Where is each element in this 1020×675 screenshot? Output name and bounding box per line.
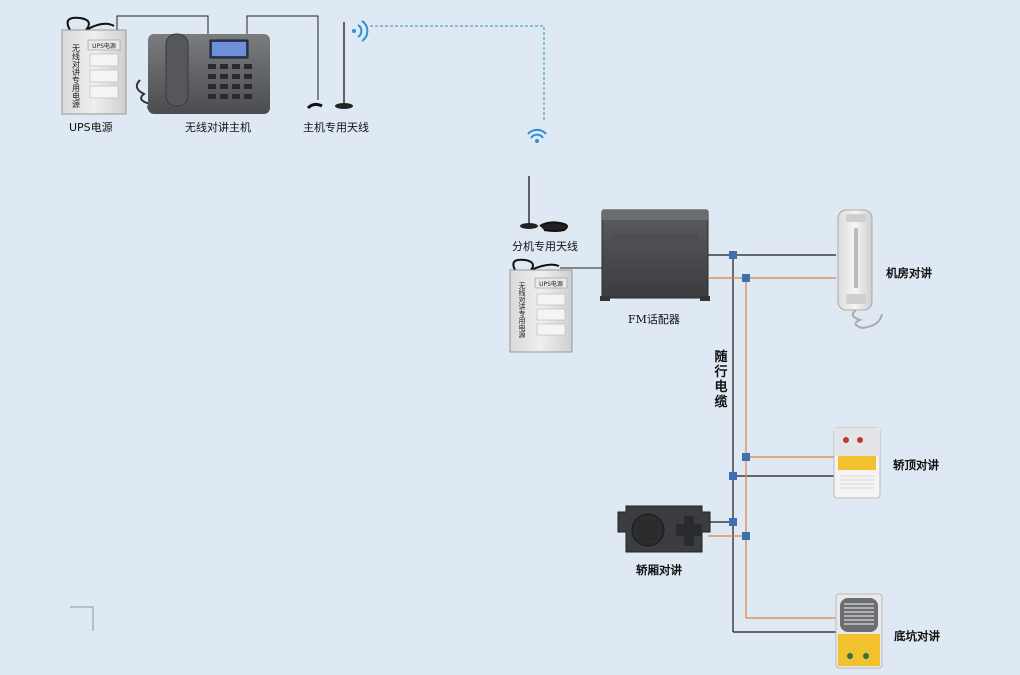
machine-room-label: 机房对讲	[886, 266, 932, 280]
psu-badge-branch: UPS电源	[539, 280, 563, 288]
branch-antenna-label: 分机专用天线	[512, 240, 578, 253]
wifi-signal-icon-branch	[527, 128, 547, 143]
trailing-cable-orange	[708, 277, 836, 619]
ups-power-supply: UPS电源 无线对讲专用电源	[61, 16, 127, 115]
host-label: 无线对讲主机	[185, 121, 251, 134]
car-top-label: 轿顶对讲	[893, 458, 939, 472]
car-label: 轿厢对讲	[636, 563, 682, 577]
top-wires	[116, 15, 319, 100]
psu-badge-top: UPS电源	[92, 42, 116, 50]
trailing-cable-black	[708, 254, 836, 633]
wifi-signal-icon-top	[352, 20, 369, 42]
branch-antenna	[520, 176, 568, 232]
psu-side-text-branch: 无线对讲专用电源	[518, 282, 526, 339]
trailing-cable-label: 随行电缆	[714, 350, 728, 410]
host-phone	[135, 33, 270, 114]
pit-intercom	[835, 593, 883, 669]
fm-relay-label: FM话配器	[628, 313, 680, 326]
car-top-intercom	[833, 427, 881, 499]
host-antenna	[306, 22, 353, 110]
wireless-link	[370, 25, 545, 120]
ups-power-supply-branch: UPS电源 无线对讲专用电源	[509, 258, 602, 353]
car-intercom-panel	[617, 505, 711, 553]
machine-room-handset	[837, 209, 883, 330]
psu-side-text-top: 无线对讲专用电源	[72, 44, 81, 109]
corner-mark	[70, 606, 94, 631]
fm-relay-box	[600, 209, 710, 301]
junction-nodes	[729, 251, 750, 540]
ups-label: UPS电源	[69, 121, 113, 134]
pit-label: 底坑对讲	[894, 629, 940, 643]
host-antenna-label: 主机专用天线	[303, 121, 369, 134]
